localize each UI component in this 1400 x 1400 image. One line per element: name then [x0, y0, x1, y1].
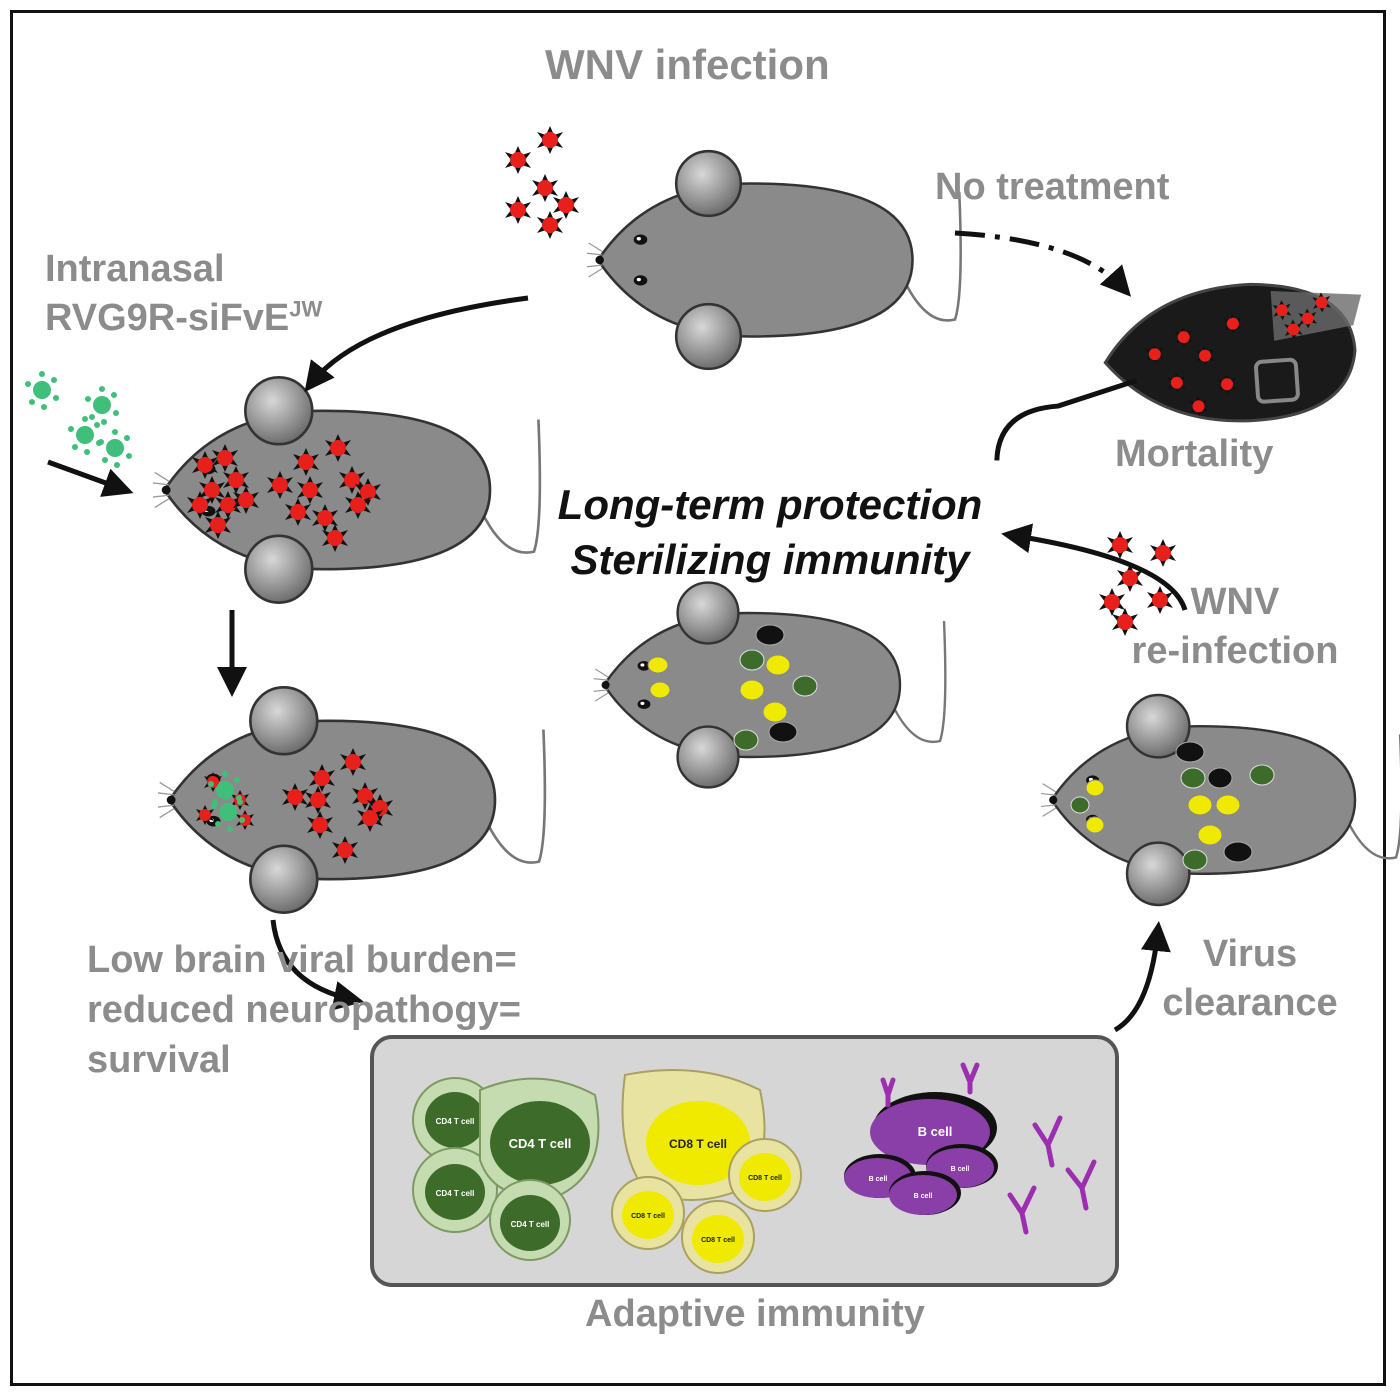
- label-long-term-protection: Long-term protection Sterilizing immunit…: [520, 478, 1020, 587]
- bcell-label-main: B cell: [918, 1124, 953, 1139]
- cd4-cell-cluster: CD4 T cell CD4 T cell CD4 T cell CD4 T c…: [412, 1077, 600, 1261]
- arrow-no-treatment: [954, 230, 1132, 297]
- cd8-label-main: CD8 T cell: [669, 1137, 727, 1151]
- label-virus-clearance: Virus clearance: [1150, 930, 1350, 1029]
- cd8-label-2: CD8 T cell: [631, 1213, 665, 1220]
- label-wnv-reinfection: WNV re-infection: [1120, 578, 1350, 677]
- label-virus-clearance-line2: clearance: [1162, 982, 1338, 1025]
- cd4-label-3: CD4 T cell: [511, 1220, 550, 1229]
- title-wnv-infection: WNV infection: [545, 41, 830, 88]
- figure-frame: [10, 10, 1386, 1386]
- arrow-sirna-into-mouse: [47, 459, 134, 497]
- immune-cells-cleared: [1070, 741, 1275, 871]
- cd4-label-main: CD4 T cell: [509, 1136, 572, 1151]
- adaptive-immunity-panel: CD4 T cell CD4 T cell CD4 T cell CD4 T c…: [370, 1035, 1119, 1287]
- label-reinfection-line1: WNV: [1190, 581, 1280, 623]
- cd4-label-2: CD4 T cell: [436, 1189, 475, 1198]
- bcell-label-2: B cell: [951, 1166, 970, 1173]
- cd8-label-1: CD8 T cell: [748, 1175, 782, 1182]
- label-intranasal-drug: RVG9R-siFvE: [45, 297, 290, 340]
- label-intranasal-line2: RVG9R-siFvEJW: [45, 294, 322, 343]
- mouse-dead: [994, 282, 1362, 461]
- label-intranasal-line1: Intranasal: [45, 248, 225, 290]
- label-adaptive-immunity: Adaptive immunity: [585, 1293, 925, 1335]
- bcell-label-3: B cell: [914, 1193, 933, 1200]
- b-cell-cluster: B cell B cell B cell B cell: [844, 1062, 1097, 1235]
- immune-cells-protected: [647, 624, 818, 751]
- cd4-label-1: CD4 T cell: [436, 1117, 475, 1126]
- label-intranasal-superscript: JW: [289, 296, 323, 322]
- mouse-protected: [592, 581, 947, 789]
- label-long-term-line1: Long-term protection: [557, 481, 983, 528]
- label-low-burden-line1: Low brain viral burden=: [87, 939, 517, 981]
- sirna-particles: [25, 371, 132, 468]
- arrow-low-to-adaptive: [270, 919, 364, 1011]
- cd8-label-3: CD8 T cell: [701, 1237, 735, 1244]
- label-no-treatment: No treatment: [935, 166, 1170, 208]
- mouse-infected-top: [585, 149, 962, 371]
- arrow-adaptive-to-cleared: [1113, 921, 1171, 1033]
- label-intranasal: Intranasal RVG9R-siFvEJW: [45, 245, 322, 344]
- label-low-brain-viral-burden: Low brain viral burden= reduced neuropat…: [87, 935, 521, 1085]
- arrow-reinfection-to-protection: [1001, 523, 1188, 611]
- bcell-label-1: B cell: [869, 1176, 888, 1183]
- label-long-term-line2: Sterilizing immunity: [570, 535, 970, 583]
- virus-cluster-top: [505, 126, 579, 239]
- arrow-to-treated: [304, 295, 529, 393]
- cd8-cell-cluster: CD8 T cell CD8 T cell CD8 T cell CD8 T c…: [611, 1069, 802, 1274]
- label-reinfection-line2: re-infection: [1131, 630, 1339, 673]
- label-virus-clearance-line1: Virus: [1202, 933, 1298, 975]
- label-low-burden-line2: reduced neuropathogy=: [87, 989, 521, 1032]
- arrows: [47, 230, 1188, 1033]
- label-mortality: Mortality: [1115, 433, 1274, 475]
- label-low-burden-line3: survival: [87, 1039, 231, 1082]
